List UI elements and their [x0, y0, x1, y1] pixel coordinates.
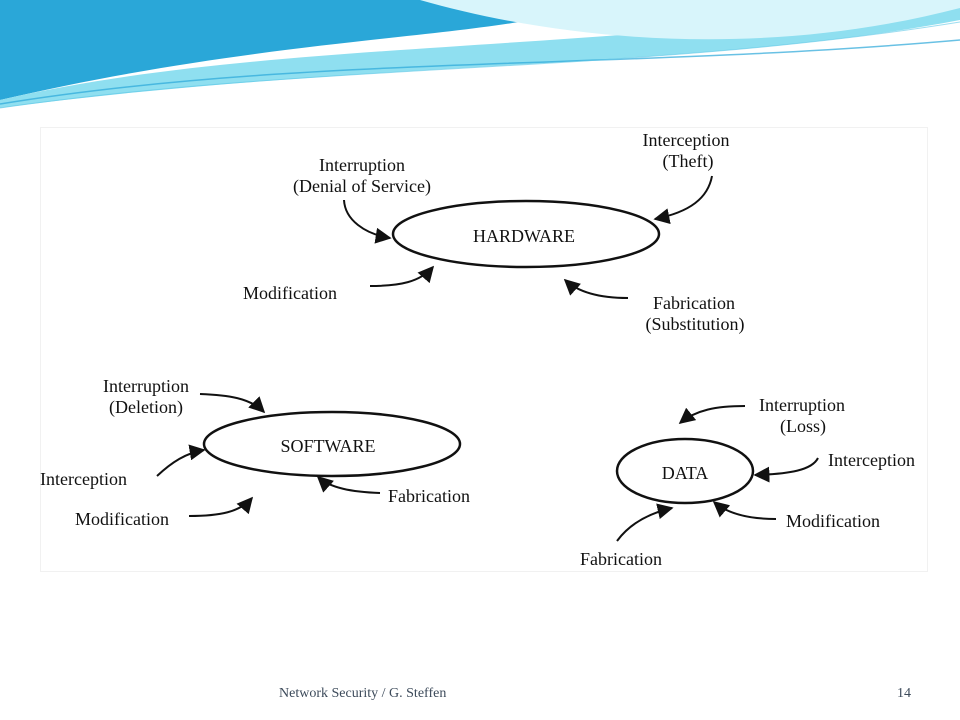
software-interception-arrow: [156, 444, 206, 477]
hardware-interception-sublabel: (Theft): [663, 151, 714, 172]
wave-band-pale: [420, 0, 960, 40]
header-wave-decoration: [0, 0, 960, 109]
hardware-interruption-label: Interruption: [319, 155, 405, 175]
data-fabrication-arrow: [616, 503, 674, 542]
data-fabrication-label: Fabrication: [580, 549, 662, 569]
wave-band-deep: [0, 0, 600, 100]
software-group: SOFTWARE Interruption (Deletion) Interce…: [40, 376, 470, 529]
software-interruption-sublabel: (Deletion): [109, 397, 183, 418]
software-interception-label: Interception: [40, 469, 127, 489]
footer-credit: Network Security / G. Steffen: [279, 686, 447, 701]
slide-number: 14: [897, 686, 911, 701]
data-interruption-label: Interruption: [759, 395, 845, 415]
data-node: [615, 437, 755, 505]
hardware-interception-label: Interception: [643, 130, 730, 150]
hardware-fabrication-sublabel: (Substitution): [645, 314, 744, 335]
wave-line-top: [0, 39, 960, 105]
software-modification-arrow: [188, 496, 254, 517]
software-modification-label: Modification: [75, 509, 169, 529]
software-fabrication-label: Fabrication: [388, 486, 470, 506]
hardware-modification-arrow: [369, 265, 435, 287]
hardware-label: HARDWARE: [473, 226, 575, 246]
data-interruption-arrow: [678, 405, 746, 425]
hardware-interruption-sublabel: (Denial of Service): [293, 176, 431, 197]
software-interruption-label: Interruption: [103, 376, 189, 396]
software-interruption-arrow: [199, 393, 266, 414]
hardware-modification-label: Modification: [243, 283, 337, 303]
diagram-panel: [40, 127, 928, 572]
data-modification-label: Modification: [786, 511, 880, 531]
hardware-interception-arrow: [653, 175, 713, 225]
hardware-group: HARDWARE Interruption (Denial of Service…: [243, 130, 745, 335]
software-label: SOFTWARE: [280, 436, 375, 456]
hardware-fabrication-label: Fabrication: [653, 293, 735, 313]
hardware-fabrication-arrow: [563, 278, 629, 299]
data-interception-label: Interception: [828, 450, 915, 470]
wave-line-bottom: [0, 21, 960, 109]
data-label: DATA: [662, 463, 709, 483]
data-interception-arrow: [753, 457, 819, 483]
software-fabrication-arrow: [316, 475, 381, 494]
data-group: DATA Interruption (Loss) Interception Mo…: [580, 395, 915, 569]
data-modification-arrow: [712, 500, 777, 520]
data-interruption-sublabel: (Loss): [780, 416, 826, 437]
hardware-node: [391, 199, 661, 269]
hardware-interruption-arrow: [343, 199, 392, 244]
